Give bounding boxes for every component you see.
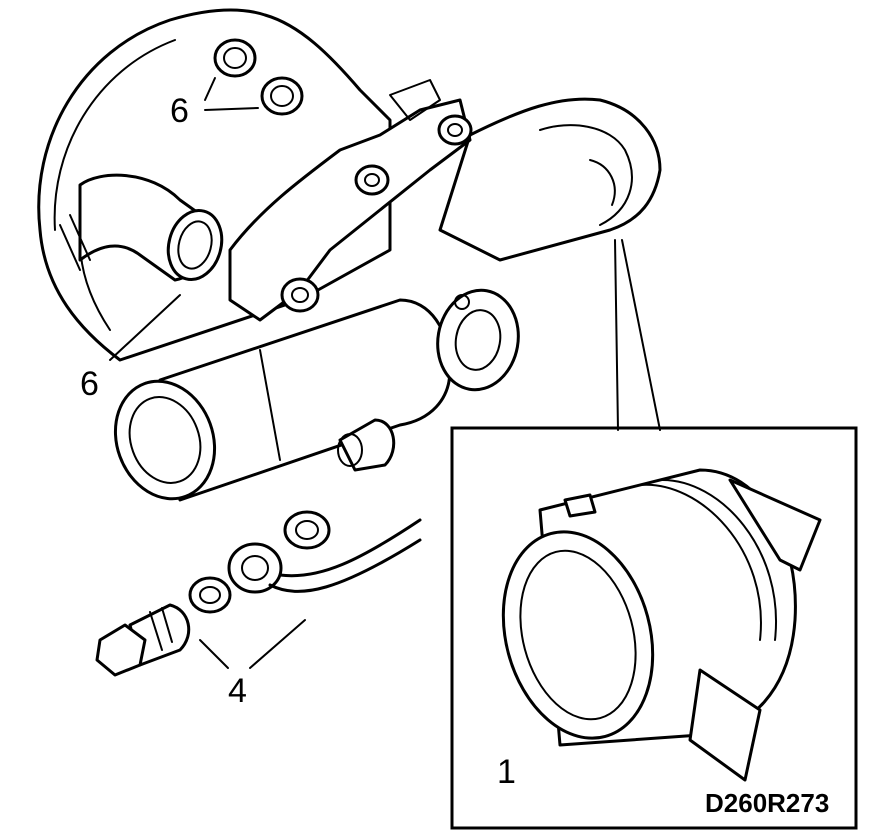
banjo-fitting-pipe xyxy=(227,518,422,594)
banjo-bolt xyxy=(95,603,191,677)
bypass-hose-elbow xyxy=(59,173,224,282)
callout-four: 4 xyxy=(228,672,247,710)
thermostat-seal-detail xyxy=(501,468,822,782)
drawing-reference-code: D260R273 xyxy=(705,788,829,818)
sealing-washer-upper xyxy=(283,510,331,550)
bolt-top-left xyxy=(213,38,257,78)
sealing-washer-lower xyxy=(188,576,232,614)
callout-one: 1 xyxy=(497,753,516,791)
callout-six-left: 6 xyxy=(80,365,99,403)
bolt-top-right xyxy=(260,76,304,116)
banjo-stub xyxy=(337,418,396,472)
side-port xyxy=(436,288,520,392)
outlet-tube-upper xyxy=(438,97,662,262)
mounting-bracket-arm xyxy=(228,79,473,322)
callout-six-top: 6 xyxy=(170,92,189,130)
